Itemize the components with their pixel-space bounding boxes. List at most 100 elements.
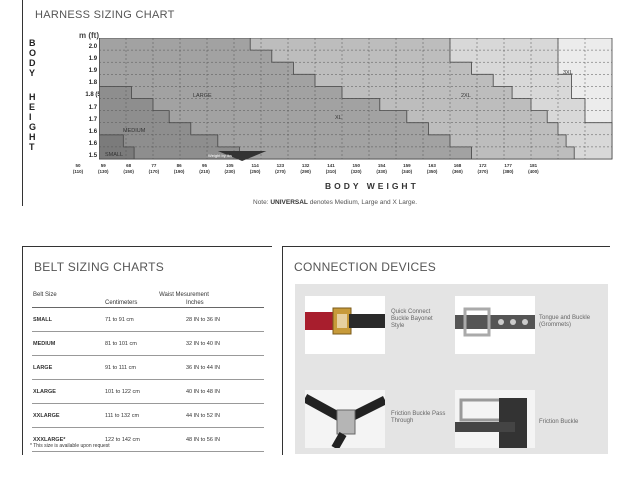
universal-term: UNIVERSAL [270,199,308,206]
weight-kg-value: (210) [199,169,210,174]
body-weight-axis-title: BODY WEIGHT [325,181,419,191]
weight-tick-label: 141(310) [321,163,341,175]
weight-kg-value: (190) [173,169,185,174]
weight-tick-label: 123(270) [270,163,290,175]
weight-kg-value: (250) [249,169,261,174]
weight-tick-label: 59(130) [93,163,113,175]
weight-lbs-value: 68 [126,163,132,168]
weight-kg-value: (350) [426,169,438,174]
body-height-letter: D [29,58,36,68]
weight-tick-label: 68(150) [119,163,139,175]
weight-tick-label: 163(350) [422,163,442,175]
belt-inches-cell: 40 IN to 48 IN [185,379,264,404]
weight-tick-label: 159(340) [397,163,417,175]
quick-connect-buckle-icon [305,296,385,354]
body-height-letter: G [29,122,37,132]
weight-kg-value: (310) [325,169,337,174]
body-height-letter: Y [29,68,36,78]
weight-lbs-value: 163 [428,163,436,168]
weight-tick-label: 77(170) [144,163,164,175]
harness-chart-title: HARNESS SIZING CHART [35,9,175,21]
weight-kg-value: (340) [401,169,413,174]
universal-note: Note: UNIVERSAL denotes Medium, Large an… [253,199,418,206]
body-height-letter: B [29,38,36,48]
friction-buckle-icon [455,390,535,448]
weight-kg-value: (170) [148,169,160,174]
weight-lbs-value: 168 [453,163,462,168]
belt-footnote: * This size is available upon request [30,443,110,449]
col-centimeters: Centimeters [104,299,185,308]
weight-tick-label: 95(210) [195,163,215,175]
device-label-3: Friction Buckle Pass Through [391,411,446,424]
zone-label-medium: MEDIUM [123,128,146,134]
belt-size-cell: XLARGE [32,379,104,404]
friction-buckle-pass-icon [305,390,385,448]
tongue-buckle-icon [455,296,535,354]
belt-size-cell: MEDIUM [32,331,104,356]
connection-title: CONNECTION DEVICES [294,260,437,274]
weight-lbs-value: 50 [75,163,81,168]
height-axis-unit: m (ft) [79,31,99,40]
weight-lbs-value: 132 [301,163,310,168]
body-height-letter: H [29,92,36,102]
belt-cm-cell: 91 to 111 cm [104,355,185,380]
weight-tick-label: 114(250) [245,163,265,175]
belt-cm-cell: 81 to 101 cm [104,331,185,356]
weight-lbs-value: 59 [100,163,106,168]
weight-lbs-value: 123 [276,163,285,168]
weight-limit-marker [217,151,267,161]
weight-kg-value: (270) [275,169,286,174]
device-label-1: Quick Connect Buckle Bayonet Style [391,309,433,329]
belt-inches-cell: 32 IN to 40 IN [185,331,264,356]
body-height-letter: O [29,48,37,58]
col-belt-size: Belt Size [33,292,57,298]
belt-inches-cell: 28 IN to 36 IN [185,307,264,332]
weight-lbs-value: 172 [479,163,487,168]
weight-tick-label: 168(360) [448,163,468,175]
belt-sizing-panel: BELT SIZING CHARTS Belt Size Waist Mesur… [22,246,272,455]
belt-size-cell: XXLARGE [32,403,104,428]
weight-kg-value: (130) [98,169,109,174]
harness-size-grid [99,38,613,161]
weight-lbs-value: 141 [327,163,335,168]
belt-inches-cell: 48 IN to 56 IN [185,427,264,452]
col-inches: Inches [185,299,264,308]
zone-label-2xl: 2XL [461,93,471,99]
belt-cm-cell: 122 to 142 cm [104,427,185,452]
belt-cm-cell: 71 to 91 cm [104,307,185,332]
belt-size-table: Belt Size Waist Mesurement Centimeters I… [32,291,264,452]
connection-devices-panel: CONNECTION DEVICES Quick Connect Buckle … [282,246,610,455]
weight-lbs-value: 86 [176,163,182,168]
weight-kg-value: (360) [452,169,463,174]
weight-lbs-value: 181 [529,163,538,168]
weight-limit-marker-label: Weight by lbs [208,153,232,158]
weight-tick-label: 86(190) [169,163,189,175]
body-height-letter: E [29,102,36,112]
weight-kg-value: (370) [477,169,489,174]
weight-kg-value: (290) [300,169,311,174]
belt-cm-cell: 101 to 122 cm [104,379,185,404]
weight-tick-label: 150(320) [346,163,366,175]
weight-kg-value: (380) [502,169,514,174]
body-height-letter: H [29,132,36,142]
connection-devices-grid: Quick Connect Buckle Bayonet Style Tongu… [295,284,608,454]
zone-label-3xl: 3XL [563,70,573,76]
weight-tick-label: 181(400) [523,163,543,175]
weight-kg-value: (320) [351,169,362,174]
weight-kg-value: (330) [376,169,387,174]
belt-inches-cell: 36 IN to 44 IN [185,355,264,380]
weight-tick-label: 172(370) [473,163,493,175]
belt-cm-cell: 111 to 132 cm [104,403,185,428]
belt-inches-cell: 44 IN to 52 IN [185,403,264,428]
weight-tick-label: 105(230) [220,163,240,175]
body-height-letter: I [29,112,32,122]
belt-size-cell: SMALL [32,307,104,332]
weight-tick-label: 132(290) [296,163,316,175]
